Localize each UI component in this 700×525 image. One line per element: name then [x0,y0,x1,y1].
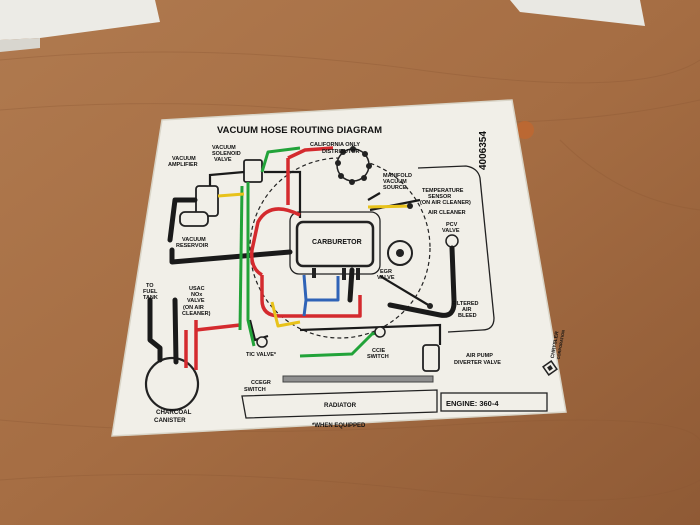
label-ccie-switch: CCIE [372,348,385,354]
label-when-equipped: *WHEN EQUIPPED [312,423,366,429]
label-ccegr-switch: CCEGR [251,380,271,386]
label-egr-valve: VALVE [377,275,395,281]
label-to-fuel-tank: FUEL [143,289,158,295]
part-number: 4006354 [478,131,489,170]
pcv-valve-icon [445,234,459,248]
label-manifold-vacuum-source: MANIFOLD [383,173,412,179]
carburetor-body [295,220,375,268]
label-vacuum-solenoid-valve: VACUUM [212,145,236,151]
label-manifold-vacuum-source: VACUUM [383,179,407,185]
label-usac-nox-valve: (ON AIR [183,305,204,311]
label-usac-nox-valve: NOx [191,292,203,298]
label-vacuum-solenoid-valve: VALVE [214,157,232,163]
vacuum-solenoid-icon [243,159,263,183]
vacuum-reservoir-icon [179,211,209,227]
hose-blue [302,274,340,317]
tic-valve-icon [256,336,268,348]
decal-title: VACUUM HOSE ROUTING DIAGRAM [217,125,382,136]
fittings [312,203,433,309]
air-cleaner-outline [417,165,495,333]
charcoal-canister-icon [144,356,200,412]
label-filtered-air-bleed: FILTERED [452,301,479,307]
background-paper-left [0,0,160,40]
label-filtered-air-bleed: BLEED [458,313,477,319]
label-california-only: CALIFORNIA ONLY [310,142,360,148]
radiator-box [241,389,438,419]
label-to-fuel-tank: TO [146,283,154,289]
label-air-pump-diverter-valve: AIR PUMP [466,353,493,359]
hose-red [184,146,362,370]
ccie-switch-icon [374,326,386,338]
decal-card [111,99,567,437]
label-charcoal-canister: CANISTER [154,417,186,424]
carburetor-label: CARBURETOR [312,239,362,246]
label-vacuum-amplifier: AMPLIFIER [168,162,198,168]
ccegr-switch-icon [282,375,434,383]
label-temperature-sensor: (ON AIR CLEANER) [420,200,471,206]
label-vacuum-reservoir: VACUUM [182,237,206,243]
label-manifold-vacuum-source: SOURCE [383,185,407,191]
label-temperature-sensor: SENSOR [428,194,451,200]
brand-corporation: CORPORATION [556,329,566,359]
label-temperature-sensor: TEMPERATURE [422,188,464,194]
distributor-terminals [335,146,372,185]
egr-valve-center [396,249,404,257]
carburetor-base [289,211,381,275]
label-charcoal-canister: CHARCOAL [156,409,192,416]
label-tic-valve: TIC VALVE* [246,352,277,358]
chrysler-logo: CHRYSLER CORPORATION [542,329,566,376]
label-distributor: DISTRIBUTOR [322,149,360,155]
background-paper-right [510,0,645,26]
engine-box [440,392,548,412]
air-pump-diverter-icon [422,344,440,372]
label-air-cleaner: AIR CLEANER [428,210,466,216]
label-pcv-valve: PCV [446,222,458,228]
label-pcv-valve: VALVE [442,228,460,234]
hose-black [147,197,457,365]
label-ccegr-switch: SWITCH [244,387,266,393]
wood-knot [516,121,534,139]
label-usac-nox-valve: VALVE [187,298,205,304]
diagram-labels: CALIFORNIA ONLY DISTRIBUTOR VACUUM SOLEN… [143,142,501,429]
label-filtered-air-bleed: AIR [462,307,472,313]
label-ccie-switch: SWITCH [367,354,389,360]
brand-name: CHRYSLER [550,331,561,359]
label-vacuum-solenoid-valve: SOLENOID [212,151,241,157]
label-vacuum-amplifier: VACUUM [172,156,196,162]
label-radiator: RADIATOR [324,402,357,409]
label-egr-valve: EGR [380,269,392,275]
label-engine: ENGINE: 360-4 [446,399,499,408]
hose-yellow [217,192,413,328]
label-usac-nox-valve: USAC [189,286,205,292]
label-vacuum-reservoir: RESERVOIR [176,243,208,249]
label-air-pump-diverter-valve: DIVERTER VALVE [454,360,501,366]
label-usac-nox-valve: CLEANER) [182,311,211,317]
label-to-fuel-tank: TANK [143,295,158,301]
background-paper-left-edge [0,38,40,52]
